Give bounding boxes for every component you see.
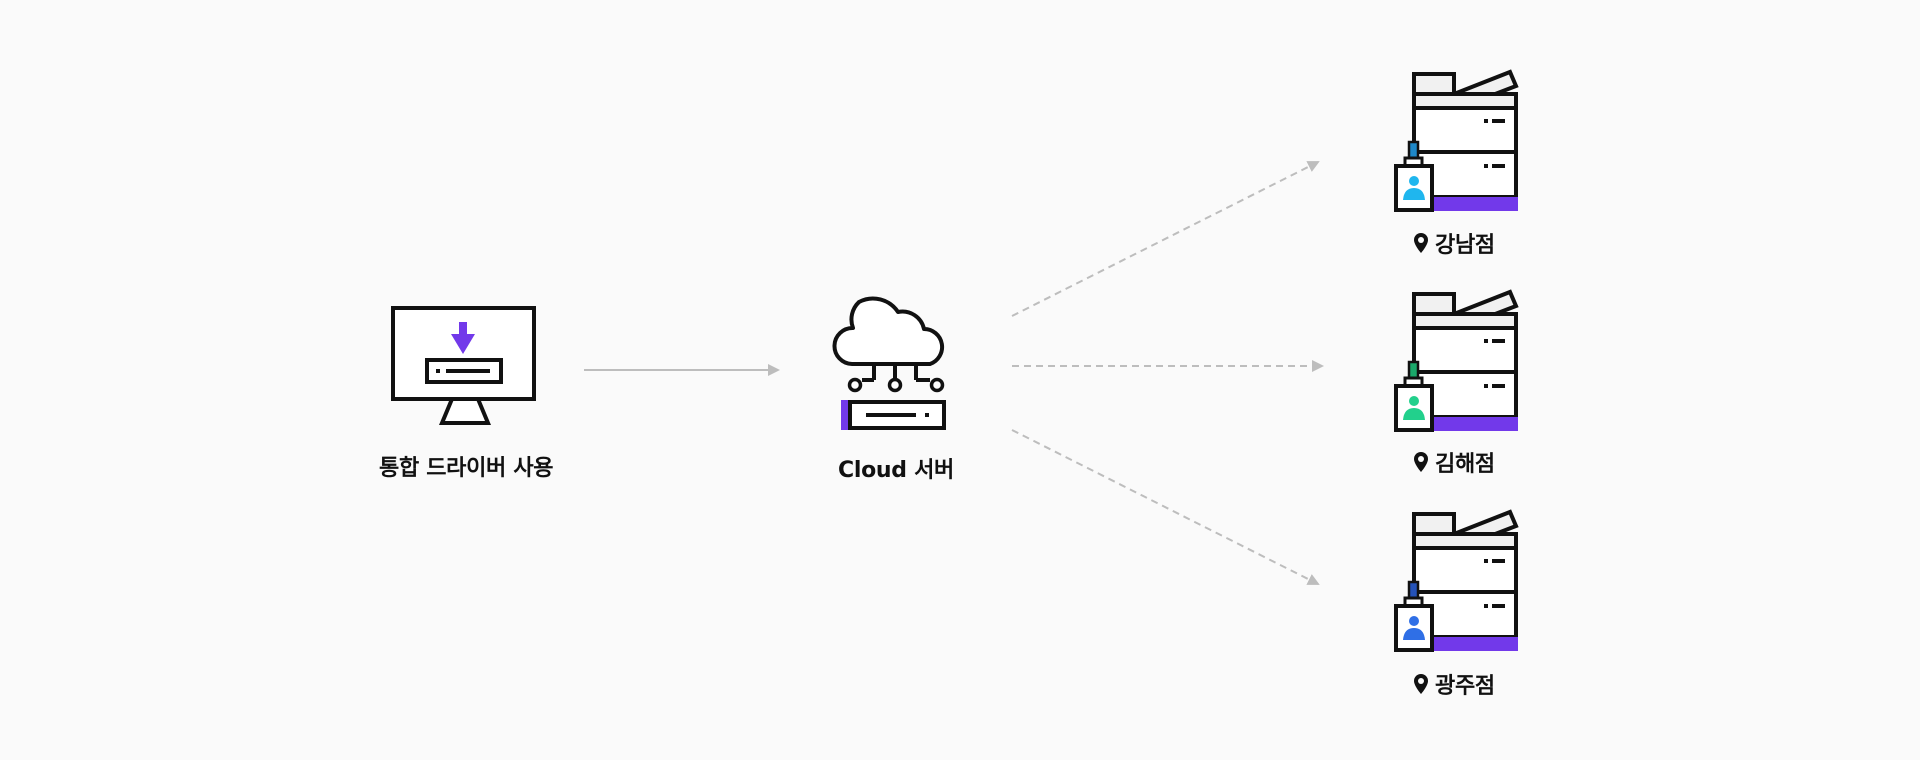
server-label: Cloud 서버 bbox=[838, 458, 954, 483]
location-pin-icon bbox=[1414, 674, 1428, 694]
monitor-download-icon bbox=[391, 306, 536, 425]
branch-label-2: 김해점 bbox=[1413, 446, 1495, 478]
cloud-server-icon bbox=[832, 296, 946, 430]
branch-name: 강남점 bbox=[1435, 233, 1495, 258]
location-pin-icon bbox=[1414, 233, 1428, 253]
id-badge-icon bbox=[1394, 140, 1434, 212]
branch-label-1: 강남점 bbox=[1413, 227, 1495, 259]
branch-label-3: 광주점 bbox=[1413, 668, 1495, 700]
branch-name: 김해점 bbox=[1435, 452, 1495, 477]
branch-1-printer-icon bbox=[1394, 69, 1519, 212]
id-badge-icon bbox=[1394, 580, 1434, 652]
branch-3-printer-icon bbox=[1394, 509, 1519, 652]
source-label: 통합 드라이버 사용 bbox=[379, 456, 554, 481]
location-pin-icon bbox=[1414, 452, 1428, 472]
id-badge-icon bbox=[1394, 360, 1434, 432]
arrow-server-to-branch-3 bbox=[1011, 429, 1320, 585]
branch-name: 광주점 bbox=[1435, 674, 1495, 699]
arrow-server-to-branch-1 bbox=[1011, 161, 1320, 317]
branch-2-printer-icon bbox=[1394, 289, 1519, 432]
